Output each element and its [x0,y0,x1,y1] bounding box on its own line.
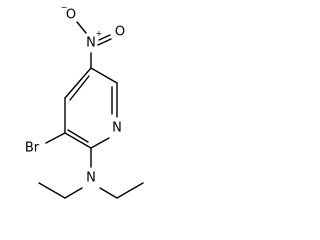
atom-o-top: O [66,8,76,23]
charge-plus: + [96,29,103,38]
bond-ethyl-right-ch2-ch3 [116,182,144,199]
bond-n1-c2 [90,137,110,149]
atom-br: Br [25,141,40,156]
atom-n-ring: N [112,121,122,136]
bond-c4-c5 [64,67,92,99]
charge-minus: − [61,3,68,12]
bond-c5-c6 [90,67,118,84]
bond-nitro-n-o-top [76,21,87,34]
bond-n-amine-ethyl-right-ch2 [99,187,118,199]
bond-nitro-n-o-right-double [97,38,112,46]
atom-n-nitro: N [86,36,96,51]
bond-c3-br [45,132,66,144]
atom-o-right: O [115,25,125,40]
chemical-structure: O − N + O N Br N [25,3,144,199]
bond-c4-c5-inner [69,75,90,101]
bond-c2-c3 [64,132,92,149]
bond-ethyl-left-ch2-ch3 [38,182,66,199]
bond-c2-c3-inner [67,129,89,143]
bond-nitro-n-o-right [98,34,111,41]
bond-n-amine-ethyl-left-ch2 [64,187,83,199]
atom-n-amine: N [86,171,96,186]
